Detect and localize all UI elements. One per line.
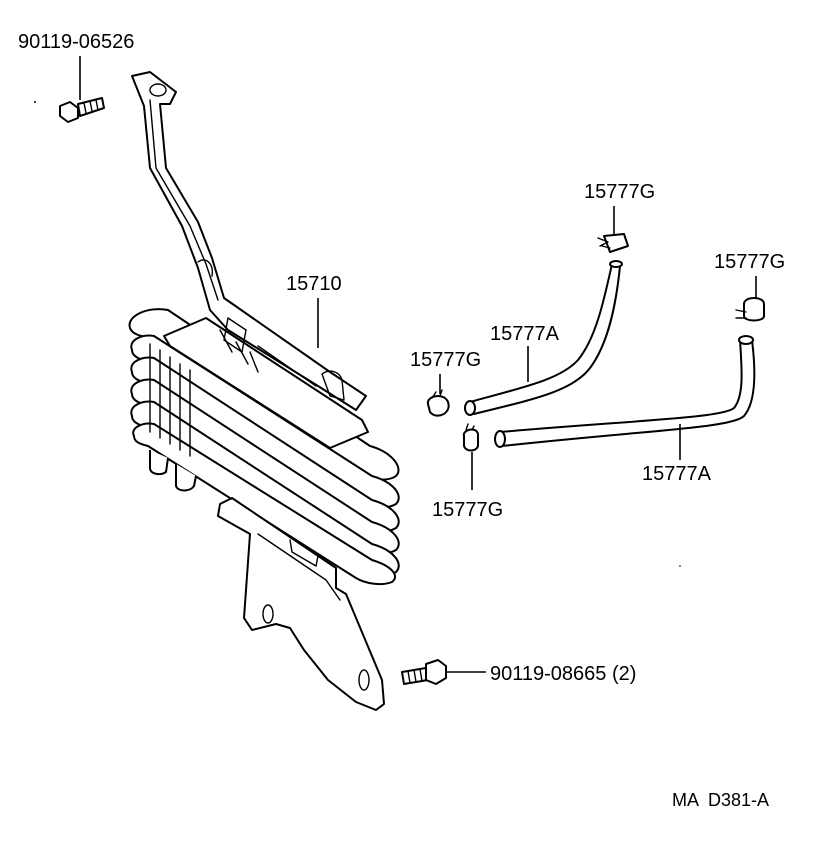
- clip-right[interactable]: [735, 297, 765, 322]
- label-hose-upper: 15777A: [490, 323, 560, 345]
- clip-left[interactable]: [426, 389, 450, 417]
- bolt-90119-08665[interactable]: [401, 659, 447, 685]
- label-clip-lower: 15777G: [432, 499, 503, 521]
- bolt-90119-06526[interactable]: [59, 97, 105, 123]
- cooler-outlet-pipes: [149, 450, 197, 492]
- lower-bracket: [217, 497, 385, 711]
- clip-upper[interactable]: [597, 233, 629, 253]
- label-clip-right: 15777G: [714, 251, 785, 273]
- label-clip-upper: 15777G: [584, 181, 655, 203]
- oil-cooler-assembly[interactable]: [128, 71, 400, 711]
- hose-15777A-lower[interactable]: [494, 335, 756, 448]
- label-bolt-top: 90119-06526: [18, 31, 134, 53]
- label-hose-lower: 15777A: [642, 463, 712, 485]
- label-bolt-bottom: 90119-08665 (2): [490, 663, 636, 685]
- clip-lower[interactable]: [462, 423, 479, 452]
- upper-bracket: [131, 71, 367, 411]
- label-cooler: 15710: [286, 273, 342, 295]
- cooler-fins: [128, 308, 400, 586]
- label-clip-left: 15777G: [410, 349, 481, 371]
- hose-15777A-upper[interactable]: [464, 260, 623, 416]
- drawing-code: MA D381-A: [672, 790, 769, 810]
